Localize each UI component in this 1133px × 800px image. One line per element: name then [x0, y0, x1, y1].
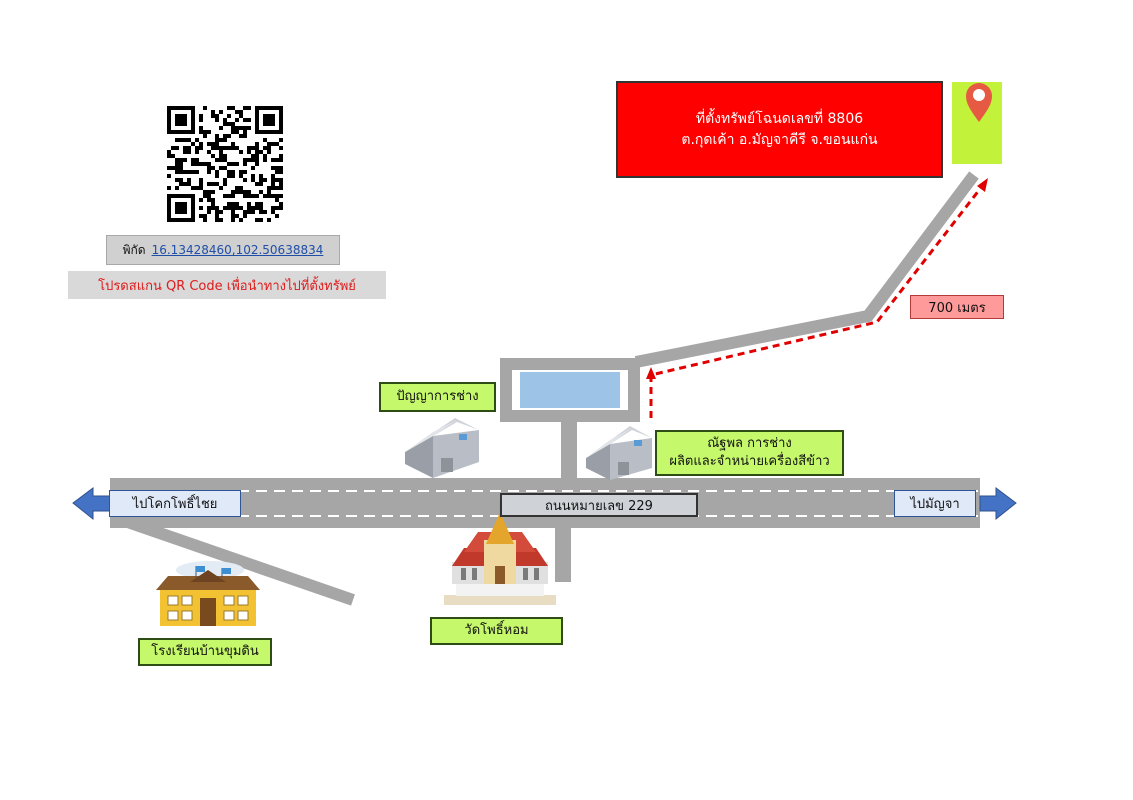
- property-title-box: ที่ตั้งทรัพย์โฉนดเลขที่ 8806 ต.กุดเค้า อ…: [616, 81, 943, 178]
- direction-right-label: ไปมัญจา: [894, 490, 976, 517]
- landmark-temple-label: วัดโพธิ์หอม: [430, 617, 563, 645]
- coordinates-bar: พิกัด 16.13428460,102.50638834: [106, 235, 340, 265]
- distance-label: 700 เมตร: [910, 295, 1004, 319]
- temple-icon: [444, 500, 556, 605]
- arrow-right-icon: [979, 487, 1017, 521]
- coordinates-prefix: พิกัด: [122, 242, 146, 257]
- property-access-road: [634, 171, 979, 368]
- route-arrowhead-icon: [646, 367, 656, 379]
- warehouse-right-icon: [586, 426, 652, 480]
- temple-side-road: [555, 520, 571, 582]
- landmark-shop2-line2: ผลิตและจำหน่ายเครื่องสีข้าว: [669, 454, 830, 469]
- coordinates-link[interactable]: 16.13428460,102.50638834: [151, 243, 324, 257]
- school-side-road: [120, 514, 355, 606]
- qr-code-icon: [167, 106, 283, 222]
- warehouse-left-icon: [405, 418, 479, 478]
- landmark-school-label: โรงเรียนบ้านขุมดิน: [138, 638, 272, 666]
- route-arrowhead-end-icon: [977, 178, 988, 192]
- road-name-label: ถนนหมายเลข 229: [500, 493, 698, 517]
- property-title-line1: ที่ตั้งทรัพย์โฉนดเลขที่ 8806: [695, 111, 864, 128]
- map-pin-icon: [966, 83, 992, 122]
- school-icon: [156, 561, 260, 626]
- landmark-shop2-line1: ณัฐพล การช่าง: [707, 436, 792, 452]
- landmark-shop1-label: ปัญญาการช่าง: [379, 382, 496, 412]
- compound-access-road: [561, 420, 577, 482]
- compound-frame: [500, 358, 640, 422]
- arrow-left-icon: [72, 487, 111, 521]
- route-path: [649, 184, 985, 418]
- scan-instruction: โปรดสแกน QR Code เพื่อนำทางไปที่ตั้งทรัพ…: [68, 271, 386, 299]
- landmark-shop2-label: ณัฐพล การช่าง ผลิตและจำหน่ายเครื่องสีข้า…: [655, 430, 844, 476]
- compound-building: [520, 372, 620, 408]
- direction-left-label: ไปโคกโพธิ์ไชย: [109, 490, 241, 517]
- property-title-line2: ต.กุดเค้า อ.มัญจาคีรี จ.ขอนแก่น: [681, 131, 878, 148]
